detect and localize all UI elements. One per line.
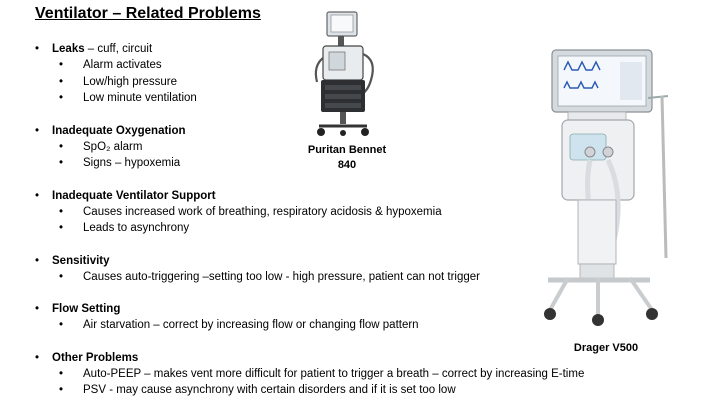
section-leaks: • Leaks – cuff, circuit •Alarm activates…: [35, 41, 555, 107]
bullet-icon: •: [35, 303, 40, 315]
list-item: •Low minute ventilation: [35, 90, 555, 107]
bullet-icon: •: [59, 367, 64, 380]
list-item: •SpO₂ alarm: [35, 139, 555, 156]
list-item: •Auto-PEEP – makes vent more difficult f…: [35, 366, 703, 383]
bullet-icon: •: [35, 351, 40, 364]
slide-title: Ventilator – Related Problems: [35, 5, 261, 22]
bullet-icon: •: [35, 189, 40, 202]
section-ventilator-support: • Inadequate Ventilator Support •Causes …: [35, 188, 555, 237]
bullet-icon: •: [59, 222, 64, 234]
puritan-bennet-caption: Puritan Bennet 840: [307, 144, 387, 171]
section-suffix: – cuff, circuit: [84, 43, 153, 55]
list-item: •PSV - may cause asynchrony with certain…: [35, 382, 703, 399]
section-flow-setting: • Flow Setting •Air starvation – correct…: [35, 301, 555, 334]
list-item: •Causes auto-triggering –setting too low…: [35, 269, 555, 286]
section-heading: Other Problems: [52, 351, 139, 364]
bullet-icon: •: [59, 75, 64, 88]
section-other-problems: • Other Problems •Auto-PEEP – makes vent…: [35, 350, 584, 399]
bullet-icon: •: [59, 59, 64, 71]
section-heading: Inadequate Ventilator Support: [52, 189, 216, 202]
section-sensitivity: • Sensitivity •Causes auto-triggering –s…: [35, 253, 555, 286]
bullet-icon: •: [35, 254, 40, 267]
bullet-icon: •: [35, 124, 40, 137]
problem-list: • Leaks – cuff, circuit •Alarm activates…: [35, 41, 584, 413]
list-item: •Air starvation – correct by increasing …: [35, 317, 555, 334]
bullet-icon: •: [59, 319, 64, 331]
section-heading: Leaks: [52, 43, 85, 55]
section-heading: Flow Setting: [52, 303, 121, 315]
list-item: •Low/high pressure: [35, 74, 555, 91]
list-item: •Signs – hypoxemia: [35, 155, 555, 172]
list-item: •Alarm activates: [35, 57, 555, 74]
list-item: •Causes increased work of breathing, res…: [35, 204, 555, 221]
bullet-icon: •: [59, 384, 64, 396]
section-heading: Inadequate Oxygenation: [52, 124, 186, 137]
puritan-bennett-ventilator-image: [314, 11, 374, 136]
bullet-icon: •: [35, 43, 40, 55]
bullet-icon: •: [59, 157, 64, 169]
list-item: •Leads to asynchrony: [35, 220, 555, 237]
bullet-icon: •: [59, 92, 64, 104]
bullet-icon: •: [59, 270, 64, 283]
section-heading: Sensitivity: [52, 254, 110, 267]
bullet-icon: •: [59, 140, 64, 153]
section-oxygenation: • Inadequate Oxygenation •SpO₂ alarm •Si…: [35, 123, 555, 172]
drager-v500-ventilator-image: [544, 49, 669, 326]
bullet-icon: •: [59, 205, 64, 218]
drager-v500-caption: Drager V500: [573, 342, 639, 354]
